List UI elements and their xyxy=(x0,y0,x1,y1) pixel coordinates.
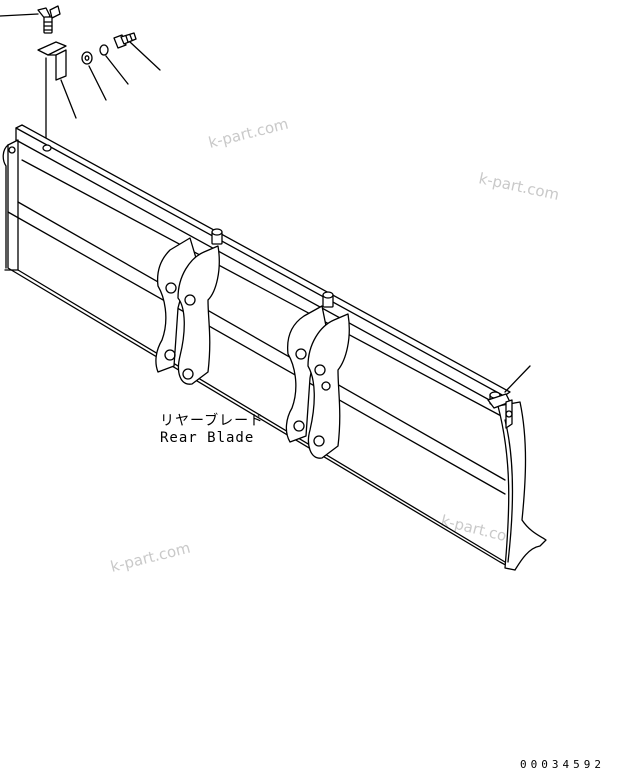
mounting-bracket xyxy=(37,41,77,149)
watermark: k-part.com xyxy=(477,169,561,204)
rear-blade xyxy=(2,124,547,571)
hex-bolt xyxy=(113,32,161,71)
part-label-japanese: リヤーブレード xyxy=(160,412,264,429)
flat-washer xyxy=(81,51,107,101)
part-label-english: Rear Blade xyxy=(160,430,254,446)
figure-number: 00034592 xyxy=(520,758,605,771)
watermark: k-part.com xyxy=(207,115,291,152)
watermark: k-part.com xyxy=(109,539,193,576)
wing-bolt xyxy=(0,5,61,34)
lock-washer xyxy=(99,44,129,85)
